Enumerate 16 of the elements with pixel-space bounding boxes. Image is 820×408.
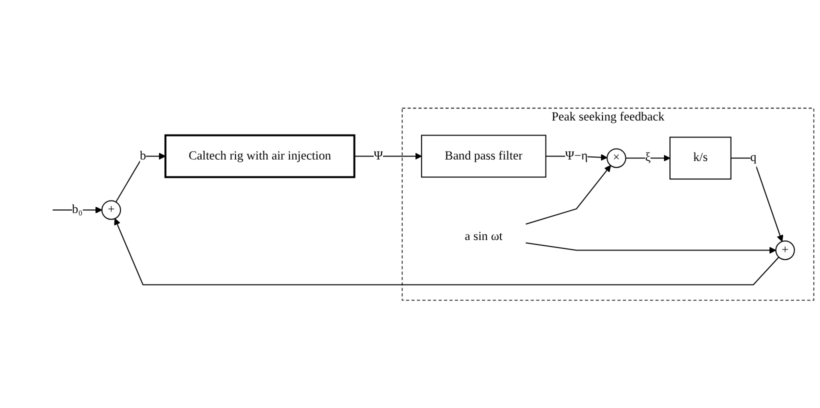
arrow [626,154,670,162]
group-title: Peak seeking feedback [552,110,664,124]
junction-circle: × [606,148,626,168]
arrow [526,242,776,254]
input-signal-label: a sin ωt [464,230,503,243]
block-box: Caltech rig with air injection [164,134,356,178]
arrow [114,218,780,286]
junction-circle: + [775,240,795,260]
arrow [526,164,611,224]
arrow [730,157,784,242]
dashed-group-box [402,108,814,300]
arrow [116,152,166,202]
block-box: k/s [669,136,732,180]
arrow [52,206,102,214]
junction-circle: + [101,200,122,220]
block-box: Band pass filter [421,134,546,178]
